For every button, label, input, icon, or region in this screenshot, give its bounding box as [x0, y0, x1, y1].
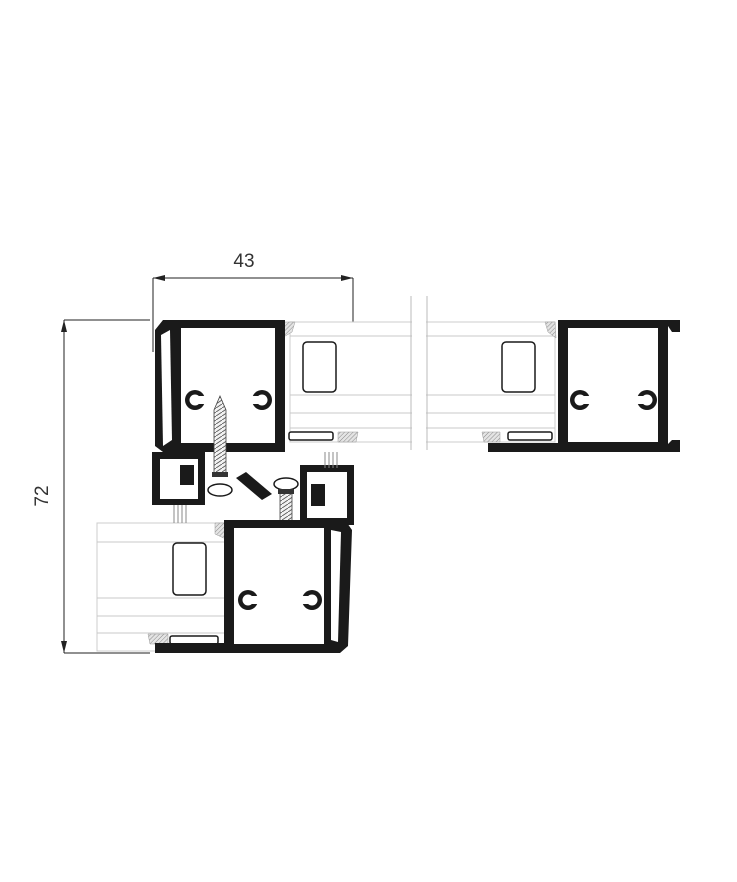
- top-glazing-unit: [288, 296, 556, 452]
- corner-connector: [152, 452, 354, 525]
- width-dimension-label: 43: [233, 251, 254, 272]
- right-frame-profile: [488, 320, 680, 452]
- lower-glazing-unit: [96, 522, 226, 652]
- width-dimension: 43: [152, 251, 354, 392]
- upper-sash-profile: [155, 320, 285, 452]
- lower-sash-profile: [155, 520, 352, 653]
- brush-seals: [173, 452, 338, 523]
- height-dimension: 72: [32, 319, 150, 654]
- height-dimension-label: 72: [32, 485, 53, 506]
